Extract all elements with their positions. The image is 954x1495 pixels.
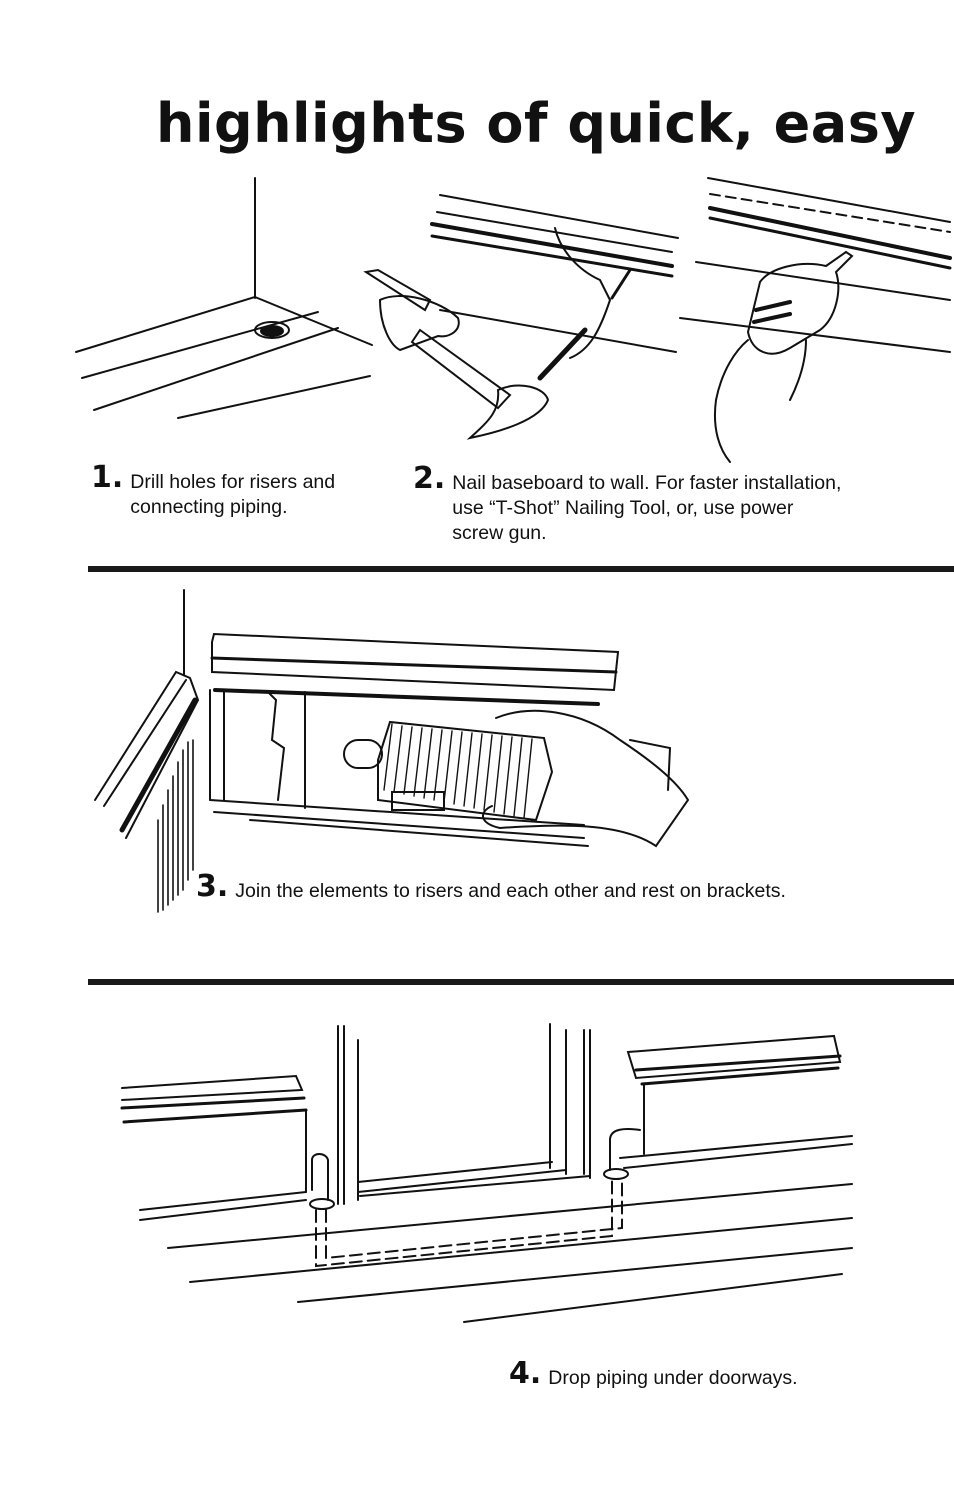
step-4: 4. Drop piping under doorways. xyxy=(509,1356,798,1391)
step-3: 3. Join the elements to risers and each … xyxy=(196,869,786,904)
illustration-join-elements xyxy=(94,589,690,913)
step-number: 4. xyxy=(509,1356,542,1391)
step-text-line: Nail baseboard to wall. For faster insta… xyxy=(452,472,842,494)
section-divider xyxy=(88,566,954,572)
step-2: 2. Nail baseboard to wall. For faster in… xyxy=(413,461,842,546)
illustration-doorway-piping xyxy=(120,1023,853,1323)
step-text-line: screw gun. xyxy=(452,522,547,544)
step-text-line: connecting piping. xyxy=(130,496,288,518)
step-number: 1. xyxy=(91,460,124,495)
baseboard-strip xyxy=(430,194,679,353)
step-1: 1. Drill holes for risers and connecting… xyxy=(91,460,336,520)
step-text-line: Drill holes for risers and xyxy=(130,471,336,493)
drilled-hole-icon xyxy=(75,177,373,419)
hammer-icon xyxy=(363,227,632,440)
step-text-line: Join the elements to risers and each oth… xyxy=(235,880,786,902)
page-title: highlights of quick, easy xyxy=(156,92,917,155)
power-drill-icon xyxy=(679,177,952,463)
doorway-piping-icon xyxy=(120,1023,853,1323)
finned-element-icon xyxy=(94,589,690,913)
illustration-drill-and-nail xyxy=(75,177,952,463)
step-text-line: Drop piping under doorways. xyxy=(548,1367,798,1389)
step-number: 3. xyxy=(196,869,229,904)
section-divider xyxy=(88,979,954,985)
step-number: 2. xyxy=(413,461,446,496)
step-text-line: use “T-Shot” Nailing Tool, or, use power xyxy=(452,497,794,519)
